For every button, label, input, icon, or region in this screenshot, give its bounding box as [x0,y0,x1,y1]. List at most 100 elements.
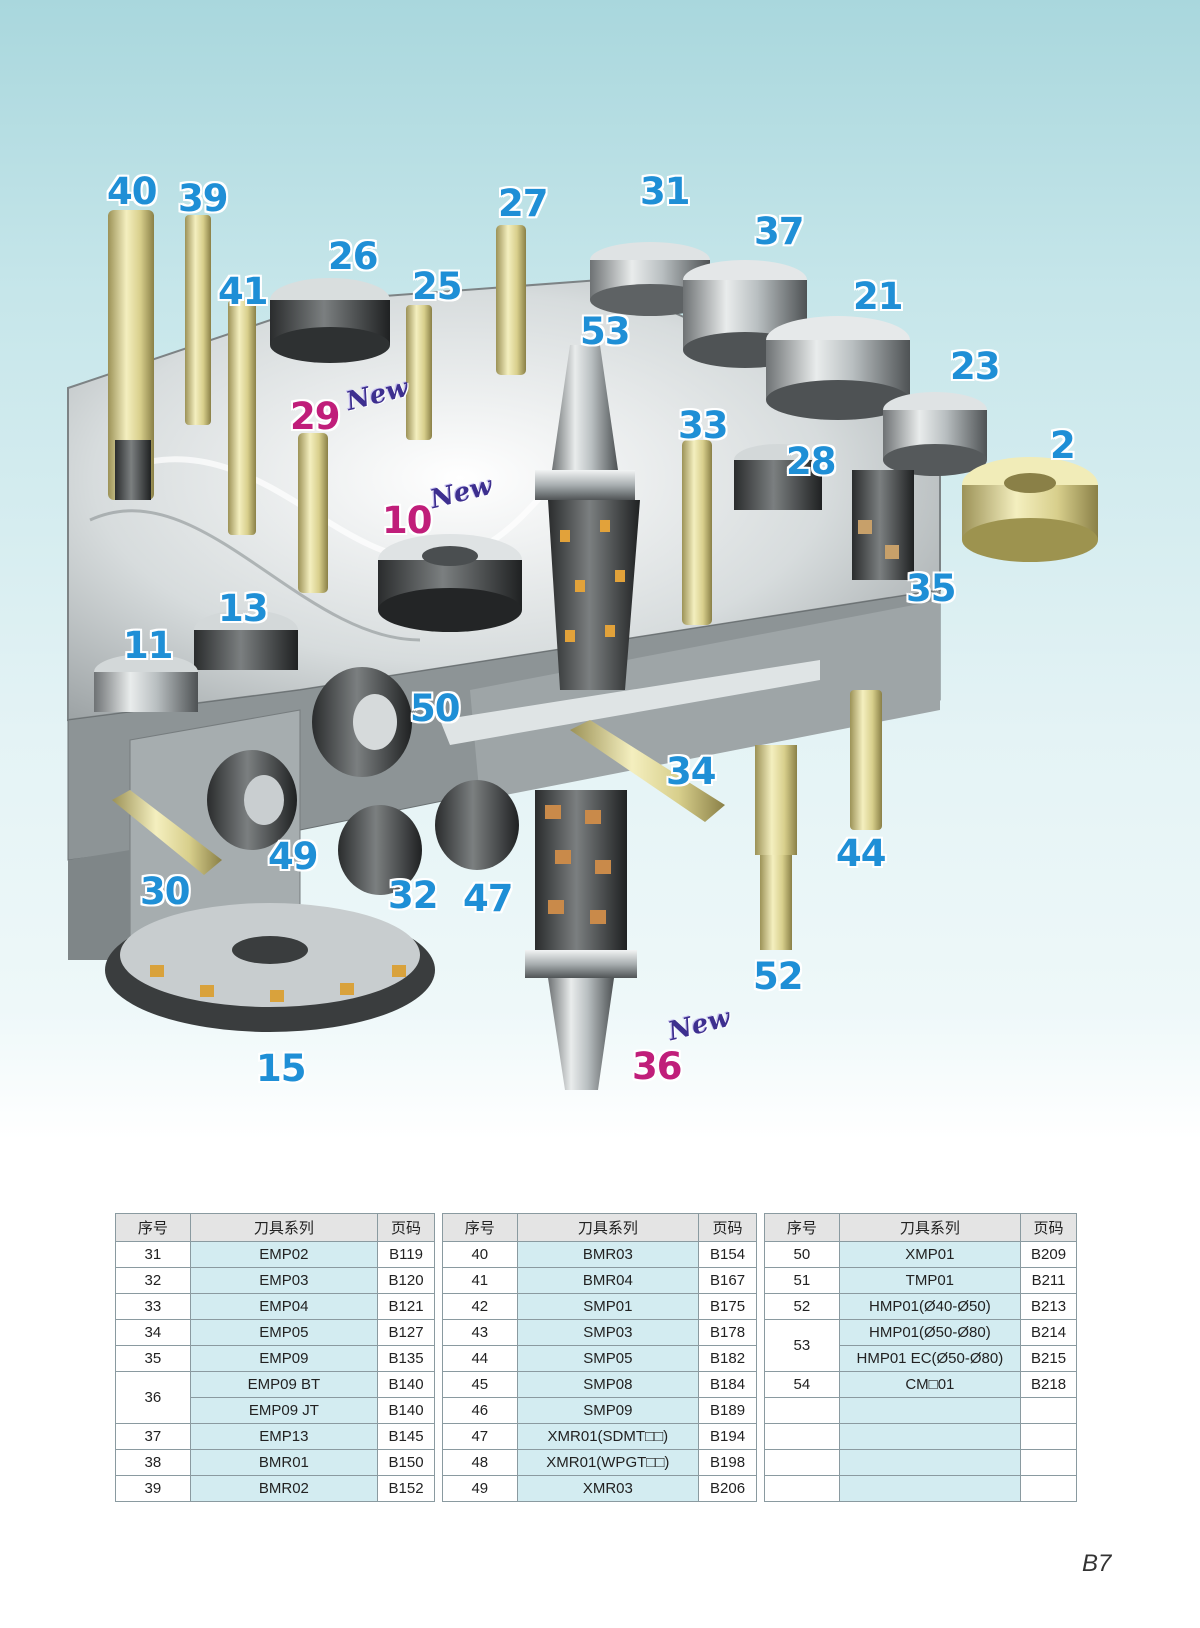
row-num: 49 [442,1475,518,1502]
row-page: B175 [698,1293,757,1320]
callout-44: 44 [836,832,886,875]
row-series: XMR01(WPGT□□) [516,1449,700,1476]
row-series [838,1397,1022,1424]
callout-10: 10 [382,499,432,542]
row-page: B154 [698,1241,757,1268]
table-row [764,1449,1077,1476]
row-page: B198 [698,1449,757,1476]
tool-33 [682,440,712,625]
row-num: 41 [442,1267,518,1294]
tool-41 [228,300,256,535]
row-series: XMR03 [516,1475,700,1502]
callout-13: 13 [218,587,268,630]
callout-30: 30 [140,870,190,913]
row-series: SMP09 [516,1397,700,1424]
row-page: B178 [698,1319,757,1346]
row-series: XMR01(SDMT□□) [516,1423,700,1450]
row-series: BMR04 [516,1267,700,1294]
row-page: B215 [1020,1345,1077,1372]
callout-28: 28 [786,440,836,483]
header-series: 刀具系列 [838,1213,1022,1242]
callout-25: 25 [412,265,462,308]
row-page: B167 [698,1267,757,1294]
callout-53: 53 [580,310,630,353]
row-num: 33 [115,1293,191,1320]
header-page: 页码 [698,1213,757,1242]
row-page: B145 [377,1423,435,1450]
row-num: 40 [442,1241,518,1268]
callout-34: 34 [666,750,716,793]
row-num: 35 [115,1345,191,1372]
row-page: B127 [377,1319,435,1346]
row-series [838,1449,1022,1476]
row-num: 32 [115,1267,191,1294]
row-series [838,1475,1022,1502]
callout-11: 11 [123,624,173,667]
callout-40: 40 [107,170,157,213]
callout-26: 26 [328,235,378,278]
row-num: 54 [764,1371,840,1398]
cutter-13 [194,610,298,670]
callout-52: 52 [753,955,803,998]
cutter-47 [435,780,519,870]
row-num: 53 [764,1319,840,1372]
row-series: EMP04 [189,1293,379,1320]
tool-39 [185,215,211,425]
row-page: B182 [698,1345,757,1372]
row-page: B150 [377,1449,435,1476]
row-num [764,1423,840,1450]
row-series: EMP03 [189,1267,379,1294]
row-num: 37 [115,1423,191,1450]
tool-25 [406,305,432,440]
cutter-49 [207,750,297,850]
tool-44 [850,690,882,830]
tool-34 [570,720,725,822]
table-row [764,1475,1077,1502]
row-series: EMP09 JT [189,1397,379,1424]
row-series: CM□01 [838,1371,1022,1398]
row-num: 39 [115,1475,191,1502]
header-series: 刀具系列 [516,1213,700,1242]
row-page [1020,1449,1077,1476]
row-num: 34 [115,1319,191,1346]
row-series: EMP02 [189,1241,379,1268]
row-num: 45 [442,1371,518,1398]
callout-49: 49 [268,835,318,878]
row-num: 43 [442,1319,518,1346]
row-page: B121 [377,1293,435,1320]
row-series [838,1423,1022,1450]
row-num: 42 [442,1293,518,1320]
cutter-31 [590,242,710,316]
tool-53 [535,345,640,690]
tool-29 [298,433,328,593]
tool-30 [112,790,222,875]
callout-31: 31 [640,170,690,213]
row-page [1020,1475,1077,1502]
row-page: B140 [377,1371,435,1398]
row-series: HMP01(Ø50-Ø80) [838,1319,1022,1346]
header-page: 页码 [1020,1213,1077,1242]
page-number: B7 [1082,1550,1112,1577]
row-series: BMR03 [516,1241,700,1268]
row-page: B218 [1020,1371,1077,1398]
row-series: XMP01 [838,1241,1022,1268]
callout-21: 21 [853,275,903,318]
tool-40 [108,210,154,500]
row-series: EMP05 [189,1319,379,1346]
callout-33: 33 [678,404,728,447]
row-num: 48 [442,1449,518,1476]
row-num [764,1449,840,1476]
row-page: B194 [698,1423,757,1450]
cutter-32 [338,805,422,895]
callout-27: 27 [498,182,548,225]
cutter-35 [852,470,914,580]
